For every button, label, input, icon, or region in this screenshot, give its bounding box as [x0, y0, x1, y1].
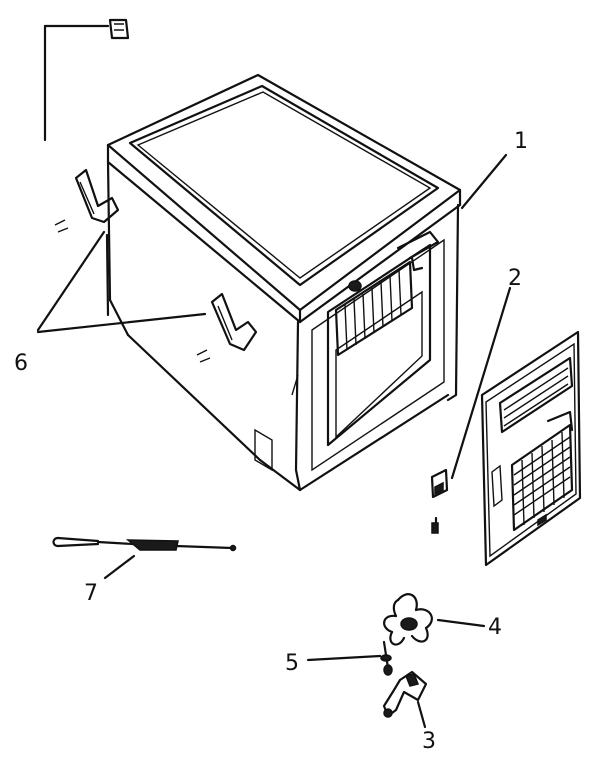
callout-1-leader	[460, 153, 508, 210]
screw	[380, 640, 393, 676]
callout-2-leader	[450, 286, 512, 480]
motor-mount	[382, 670, 428, 718]
evaporator-coil	[334, 260, 414, 357]
front-grille	[480, 330, 582, 567]
callout-7-leader	[103, 554, 136, 580]
control-knob	[430, 468, 449, 534]
mounting-bracket-lower	[196, 292, 258, 363]
callout-6-leaders	[36, 93, 207, 334]
callout-3-leader	[416, 700, 427, 729]
callout-4-leader	[436, 618, 486, 628]
callout-1: 1	[514, 129, 528, 154]
callout-6: 6	[14, 351, 28, 376]
callout-4: 4	[488, 615, 502, 640]
callout-5: 5	[285, 651, 299, 676]
callout-5-leader	[306, 654, 382, 662]
mounting-bracket-upper	[54, 168, 120, 233]
cabinet	[106, 73, 462, 492]
bracket-clip-top	[43, 18, 130, 97]
callout-7: 7	[84, 581, 98, 606]
fan-assembly	[383, 593, 433, 646]
callout-3: 3	[422, 729, 436, 754]
callout-2: 2	[508, 266, 522, 291]
thermostat-bulb	[52, 536, 237, 552]
